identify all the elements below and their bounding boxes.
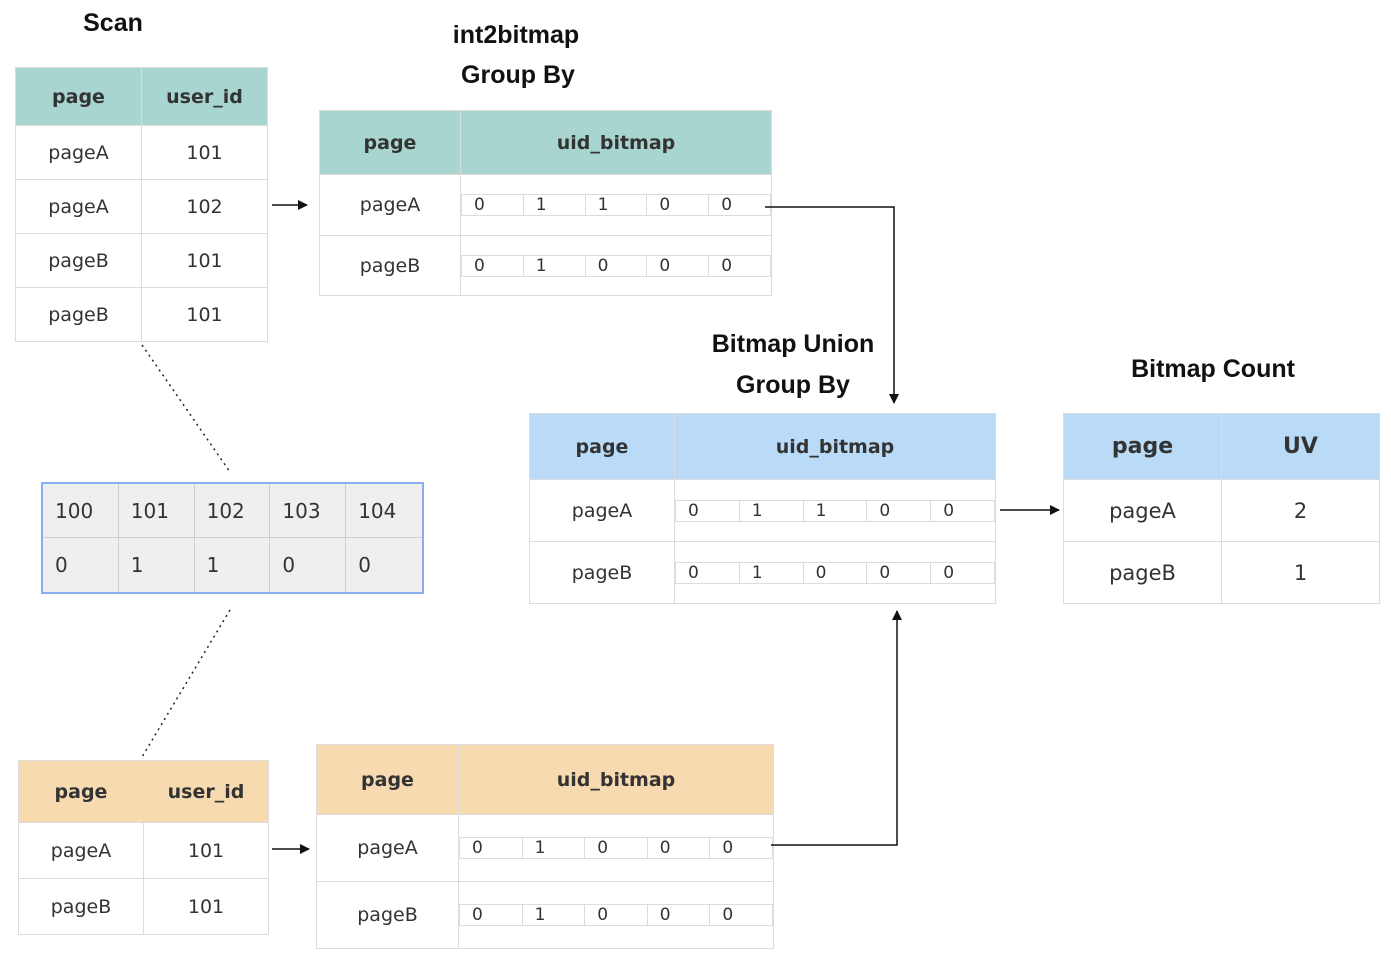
table-row: pageB 101 bbox=[15, 287, 268, 342]
table-row: pageA 102 bbox=[15, 179, 268, 234]
scan-table-top: page user_id pageA 101 pageA 102 pageB 1… bbox=[15, 67, 268, 342]
bit-cell: 0 bbox=[930, 561, 995, 584]
table-row: pageA 0 1 0 0 0 bbox=[316, 814, 774, 882]
cell-page: pageB bbox=[1063, 541, 1222, 604]
cell-page: pageB bbox=[529, 541, 675, 604]
arrow-bitmap-top-to-union bbox=[765, 206, 899, 404]
cell-bitmap: 0 1 0 0 0 bbox=[458, 881, 774, 949]
cell-page: pageB bbox=[15, 287, 142, 342]
mapping-bit: 0 bbox=[358, 553, 371, 577]
cell-user-id: 101 bbox=[143, 822, 269, 879]
bitmap-mapping-box: 100 101 102 103 104 0 1 1 0 0 bbox=[41, 482, 424, 594]
cell-page: pageB bbox=[319, 235, 461, 296]
dotted-line-top bbox=[141, 344, 231, 473]
cell-page: pageA bbox=[15, 179, 142, 234]
mapping-id: 104 bbox=[346, 484, 422, 538]
cell-bitmap: 0 1 1 0 0 bbox=[674, 479, 996, 542]
table-row: pageA 0 1 1 0 0 bbox=[319, 174, 772, 236]
cell-page: pageB bbox=[15, 233, 142, 288]
dotted-line-bottom bbox=[141, 609, 231, 758]
header-page: page bbox=[529, 413, 675, 480]
mapping-bit: 0 bbox=[43, 538, 119, 592]
header-page: page bbox=[1063, 413, 1222, 480]
mapping-bit: 1 bbox=[119, 538, 195, 592]
bit-cell: 0 bbox=[709, 837, 773, 859]
cell-user-id: 102 bbox=[141, 179, 268, 234]
cell-user-id: 101 bbox=[141, 233, 268, 288]
bit-cell: 0 bbox=[708, 194, 771, 216]
table-row: pageB 101 bbox=[18, 878, 269, 935]
cell-user-id: 101 bbox=[141, 125, 268, 180]
cell-page: pageB bbox=[316, 881, 459, 949]
table-row: pageB 0 1 0 0 0 bbox=[529, 541, 996, 604]
scan-title: Scan bbox=[83, 9, 143, 37]
count-table: page UV pageA 2 pageB 1 bbox=[1063, 413, 1380, 604]
cell-user-id: 101 bbox=[141, 287, 268, 342]
count-title: Bitmap Count bbox=[1131, 355, 1295, 383]
table-row: pageA 0 1 1 0 0 bbox=[529, 479, 996, 542]
cell-user-id: 101 bbox=[143, 878, 269, 935]
mapping-id: 103 bbox=[270, 484, 347, 538]
table-row: pageB 1 bbox=[1063, 541, 1380, 604]
header-page: page bbox=[18, 760, 144, 823]
union-title: Bitmap Union bbox=[711, 330, 875, 358]
mapping-id: 100 bbox=[43, 484, 119, 538]
header-page: page bbox=[316, 744, 459, 815]
mapping-bit: 0 bbox=[270, 538, 347, 592]
mapping-bit: 1 bbox=[195, 538, 271, 592]
cell-page: pageA bbox=[18, 822, 144, 879]
header-uid-bitmap: uid_bitmap bbox=[674, 413, 996, 480]
cell-uv: 2 bbox=[1221, 479, 1380, 542]
cell-bitmap: 0 1 0 0 0 bbox=[460, 235, 772, 296]
scan-table-bottom: page user_id pageA 101 pageB 101 bbox=[18, 760, 269, 935]
mapping-id: 102 bbox=[194, 484, 271, 538]
header-uid-bitmap: uid_bitmap bbox=[460, 110, 772, 175]
header-page: page bbox=[319, 110, 461, 175]
header-uid-bitmap: uid_bitmap bbox=[458, 744, 774, 815]
bit-cell: 0 bbox=[709, 904, 773, 926]
bitmap-table-bottom: page uid_bitmap pageA 0 1 0 0 0 pageB 0 … bbox=[316, 744, 774, 949]
cell-bitmap: 0 1 0 0 0 bbox=[458, 814, 774, 882]
header-user-id: user_id bbox=[141, 67, 268, 126]
cell-page: pageA bbox=[316, 814, 459, 882]
bit-cell: 0 bbox=[708, 254, 771, 277]
table-row: pageA 101 bbox=[18, 822, 269, 879]
table-row: pageB 0 1 0 0 0 bbox=[316, 881, 774, 949]
cell-page: pageA bbox=[15, 125, 142, 180]
mapping-id: 101 bbox=[118, 484, 195, 538]
union-groupby-title: Group By bbox=[736, 371, 850, 399]
int2bitmap-groupby-title: Group By bbox=[461, 61, 575, 89]
table-row: pageA 2 bbox=[1063, 479, 1380, 542]
union-table: page uid_bitmap pageA 0 1 1 0 0 pageB 0 … bbox=[529, 413, 996, 604]
table-row: pageB 0 1 0 0 0 bbox=[319, 235, 772, 296]
arrow-bitmap-bottom-to-union bbox=[771, 610, 902, 846]
header-uv: UV bbox=[1221, 413, 1380, 480]
int2bitmap-title: int2bitmap bbox=[452, 21, 580, 49]
bit-cell: 0 bbox=[930, 499, 995, 522]
bitmap-table-top: page uid_bitmap pageA 0 1 1 0 0 pageB 0 … bbox=[319, 110, 772, 296]
table-row: pageA 101 bbox=[15, 125, 268, 180]
header-user-id: user_id bbox=[143, 760, 269, 823]
cell-uv: 1 bbox=[1221, 541, 1380, 604]
table-row: pageB 101 bbox=[15, 233, 268, 288]
cell-bitmap: 0 1 0 0 0 bbox=[674, 541, 996, 604]
